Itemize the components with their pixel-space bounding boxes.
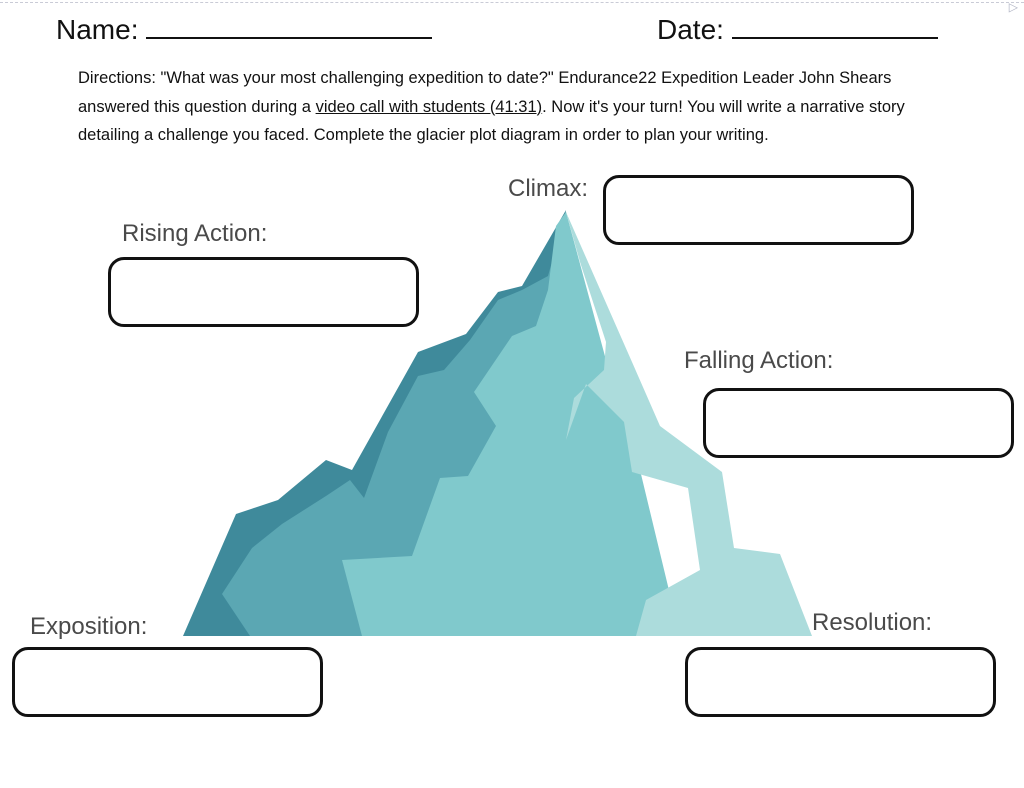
date-field: Date: (657, 14, 938, 46)
resolution-answer-box[interactable] (685, 647, 996, 717)
climax-answer-box[interactable] (603, 175, 914, 245)
resolution-label: Resolution: (812, 609, 933, 636)
page-corner-icon: ▷ (1008, 0, 1018, 14)
rising-action-answer-box[interactable] (108, 257, 419, 327)
falling-action-answer-box[interactable] (703, 388, 1014, 458)
falling-action-label: Falling Action: (684, 347, 834, 374)
glacier-pale-face (566, 212, 812, 636)
name-field: Name: (56, 14, 433, 46)
glacier-light-face (342, 212, 680, 636)
rising-action-label: Rising Action: (122, 220, 268, 247)
name-label: Name: (56, 14, 139, 45)
directions-text-end: . Now it's your turn! You will write a n… (78, 97, 905, 145)
page-top-border (0, 2, 1024, 3)
climax-label: Climax: (508, 175, 589, 202)
video-call-link[interactable]: video call with students (41:31) (315, 97, 543, 116)
directions-text-start: Directions: "What was your most challeng… (78, 69, 892, 116)
directions-paragraph: Directions: "What was your most challeng… (78, 64, 953, 150)
name-blank-line[interactable] (146, 15, 433, 39)
date-label: Date: (657, 14, 724, 45)
date-blank-line[interactable] (731, 15, 938, 39)
exposition-label: Exposition: (30, 613, 148, 640)
exposition-answer-box[interactable] (12, 647, 323, 717)
